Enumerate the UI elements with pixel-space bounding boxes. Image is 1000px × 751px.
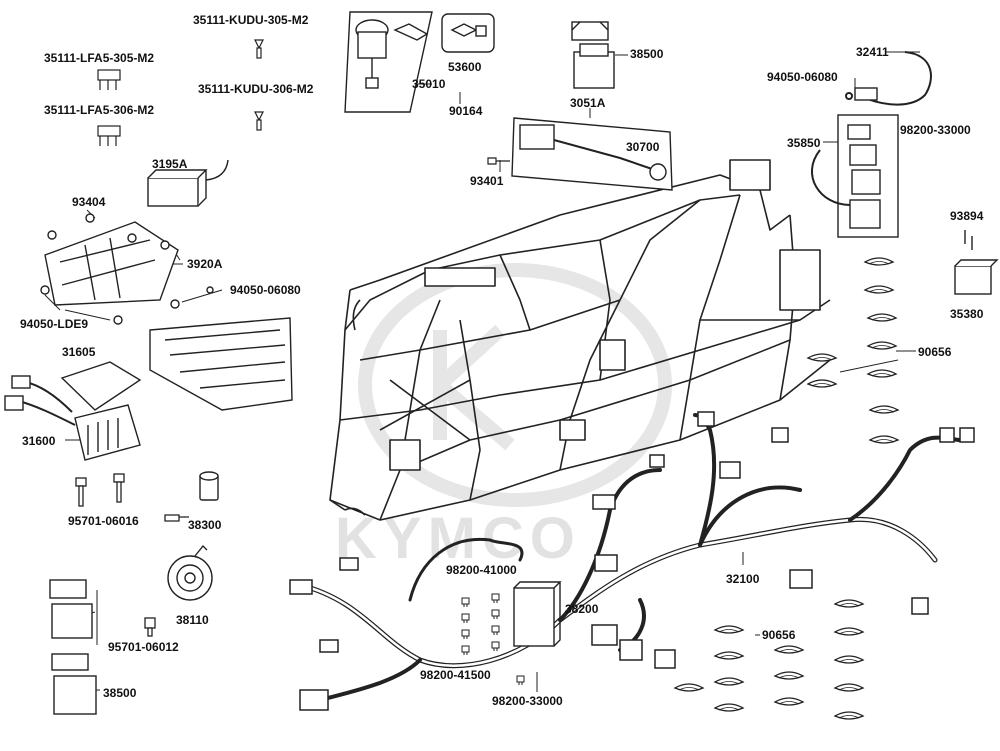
label-98200-33000-bottom[interactable]: 98200-33000: [492, 694, 563, 708]
kymco-watermark: KYMCO: [335, 506, 581, 571]
battery-tray[interactable]: [149, 317, 293, 411]
label-90656-bottom[interactable]: 90656: [762, 628, 796, 642]
label-95701-06016[interactable]: 95701-06016: [68, 514, 139, 528]
label-94050-06080-mid[interactable]: 94050-06080: [230, 283, 301, 297]
label-38300[interactable]: 38300: [188, 518, 222, 532]
bolt-95701-06012[interactable]: [144, 617, 156, 637]
starter-relay-35850[interactable]: [810, 114, 899, 238]
module-3195a[interactable]: [147, 159, 229, 207]
label-38500-bottom[interactable]: 38500: [103, 686, 137, 700]
label-38110[interactable]: 38110: [176, 613, 209, 627]
label-3195a[interactable]: 3195A: [152, 157, 188, 171]
label-32100[interactable]: 32100: [726, 572, 760, 586]
label-35380[interactable]: 35380: [950, 307, 984, 321]
horn-38110[interactable]: [167, 544, 213, 601]
label-35111-kudu-306-m2[interactable]: 35111-KUDU-306-M2: [198, 82, 314, 96]
label-35111-kudu-305-m2[interactable]: 35111-KUDU-305-M2: [193, 13, 309, 27]
label-95701-06012[interactable]: 95701-06012: [108, 640, 179, 654]
label-98200-33000-top[interactable]: 98200-33000: [900, 123, 971, 137]
sensor-35380[interactable]: [954, 230, 999, 295]
label-94050-06080-top[interactable]: 94050-06080: [767, 70, 838, 84]
sensor-bracket-3051a[interactable]: [511, 117, 673, 191]
label-3920a[interactable]: 3920A: [187, 257, 223, 271]
label-35111-lfa5-305-m2[interactable]: 35111-LFA5-305-M2: [44, 51, 155, 65]
wiring-harness[interactable]: [289, 411, 975, 711]
clip-set-90656-bottom[interactable]: [674, 599, 864, 720]
label-98200-41500[interactable]: 98200-41500: [420, 668, 491, 682]
label-94050-lde9[interactable]: 94050-LDE9: [20, 317, 89, 331]
ecu-3920a[interactable]: [40, 213, 214, 325]
label-93404[interactable]: 93404: [72, 195, 106, 209]
atv-frame[interactable]: [329, 159, 831, 521]
label-98200-41000[interactable]: 98200-41000: [446, 563, 517, 577]
label-31605[interactable]: 31605: [62, 345, 96, 359]
fuse-box-38200[interactable]: [513, 581, 562, 647]
relay-38500-top[interactable]: [571, 21, 615, 89]
bolt-93401[interactable]: [487, 157, 510, 165]
clip-set-90656-top[interactable]: [807, 257, 899, 444]
switch-53600[interactable]: [441, 13, 495, 53]
key-switch-assembly[interactable]: [344, 11, 433, 113]
label-35111-lfa5-306-m2[interactable]: 35111-LFA5-306-M2: [44, 103, 155, 117]
kymco-logo-watermark: [358, 263, 672, 507]
label-31600[interactable]: 31600: [22, 434, 56, 448]
label-35010[interactable]: 35010: [412, 77, 446, 91]
label-93894[interactable]: 93894: [950, 209, 984, 223]
bolts-95701-06016[interactable]: [75, 473, 189, 522]
label-3051a[interactable]: 3051A: [570, 96, 606, 110]
relay-38300[interactable]: [199, 471, 219, 501]
label-90164[interactable]: 90164: [449, 104, 483, 118]
label-93401[interactable]: 93401: [470, 174, 504, 188]
label-38500-top[interactable]: 38500: [630, 47, 664, 61]
relays-38500-bottom[interactable]: [49, 579, 97, 715]
battery-cable-32411[interactable]: [845, 51, 932, 106]
label-38200[interactable]: 38200: [565, 602, 599, 616]
regulator-31600[interactable]: [4, 361, 142, 461]
label-53600[interactable]: 53600: [448, 60, 482, 74]
switch-icons-35111[interactable]: [97, 39, 264, 146]
label-35850[interactable]: 35850: [787, 136, 821, 150]
label-90656-top[interactable]: 90656: [918, 345, 952, 359]
label-30700[interactable]: 30700: [626, 140, 660, 154]
label-32411[interactable]: 32411: [856, 45, 889, 59]
